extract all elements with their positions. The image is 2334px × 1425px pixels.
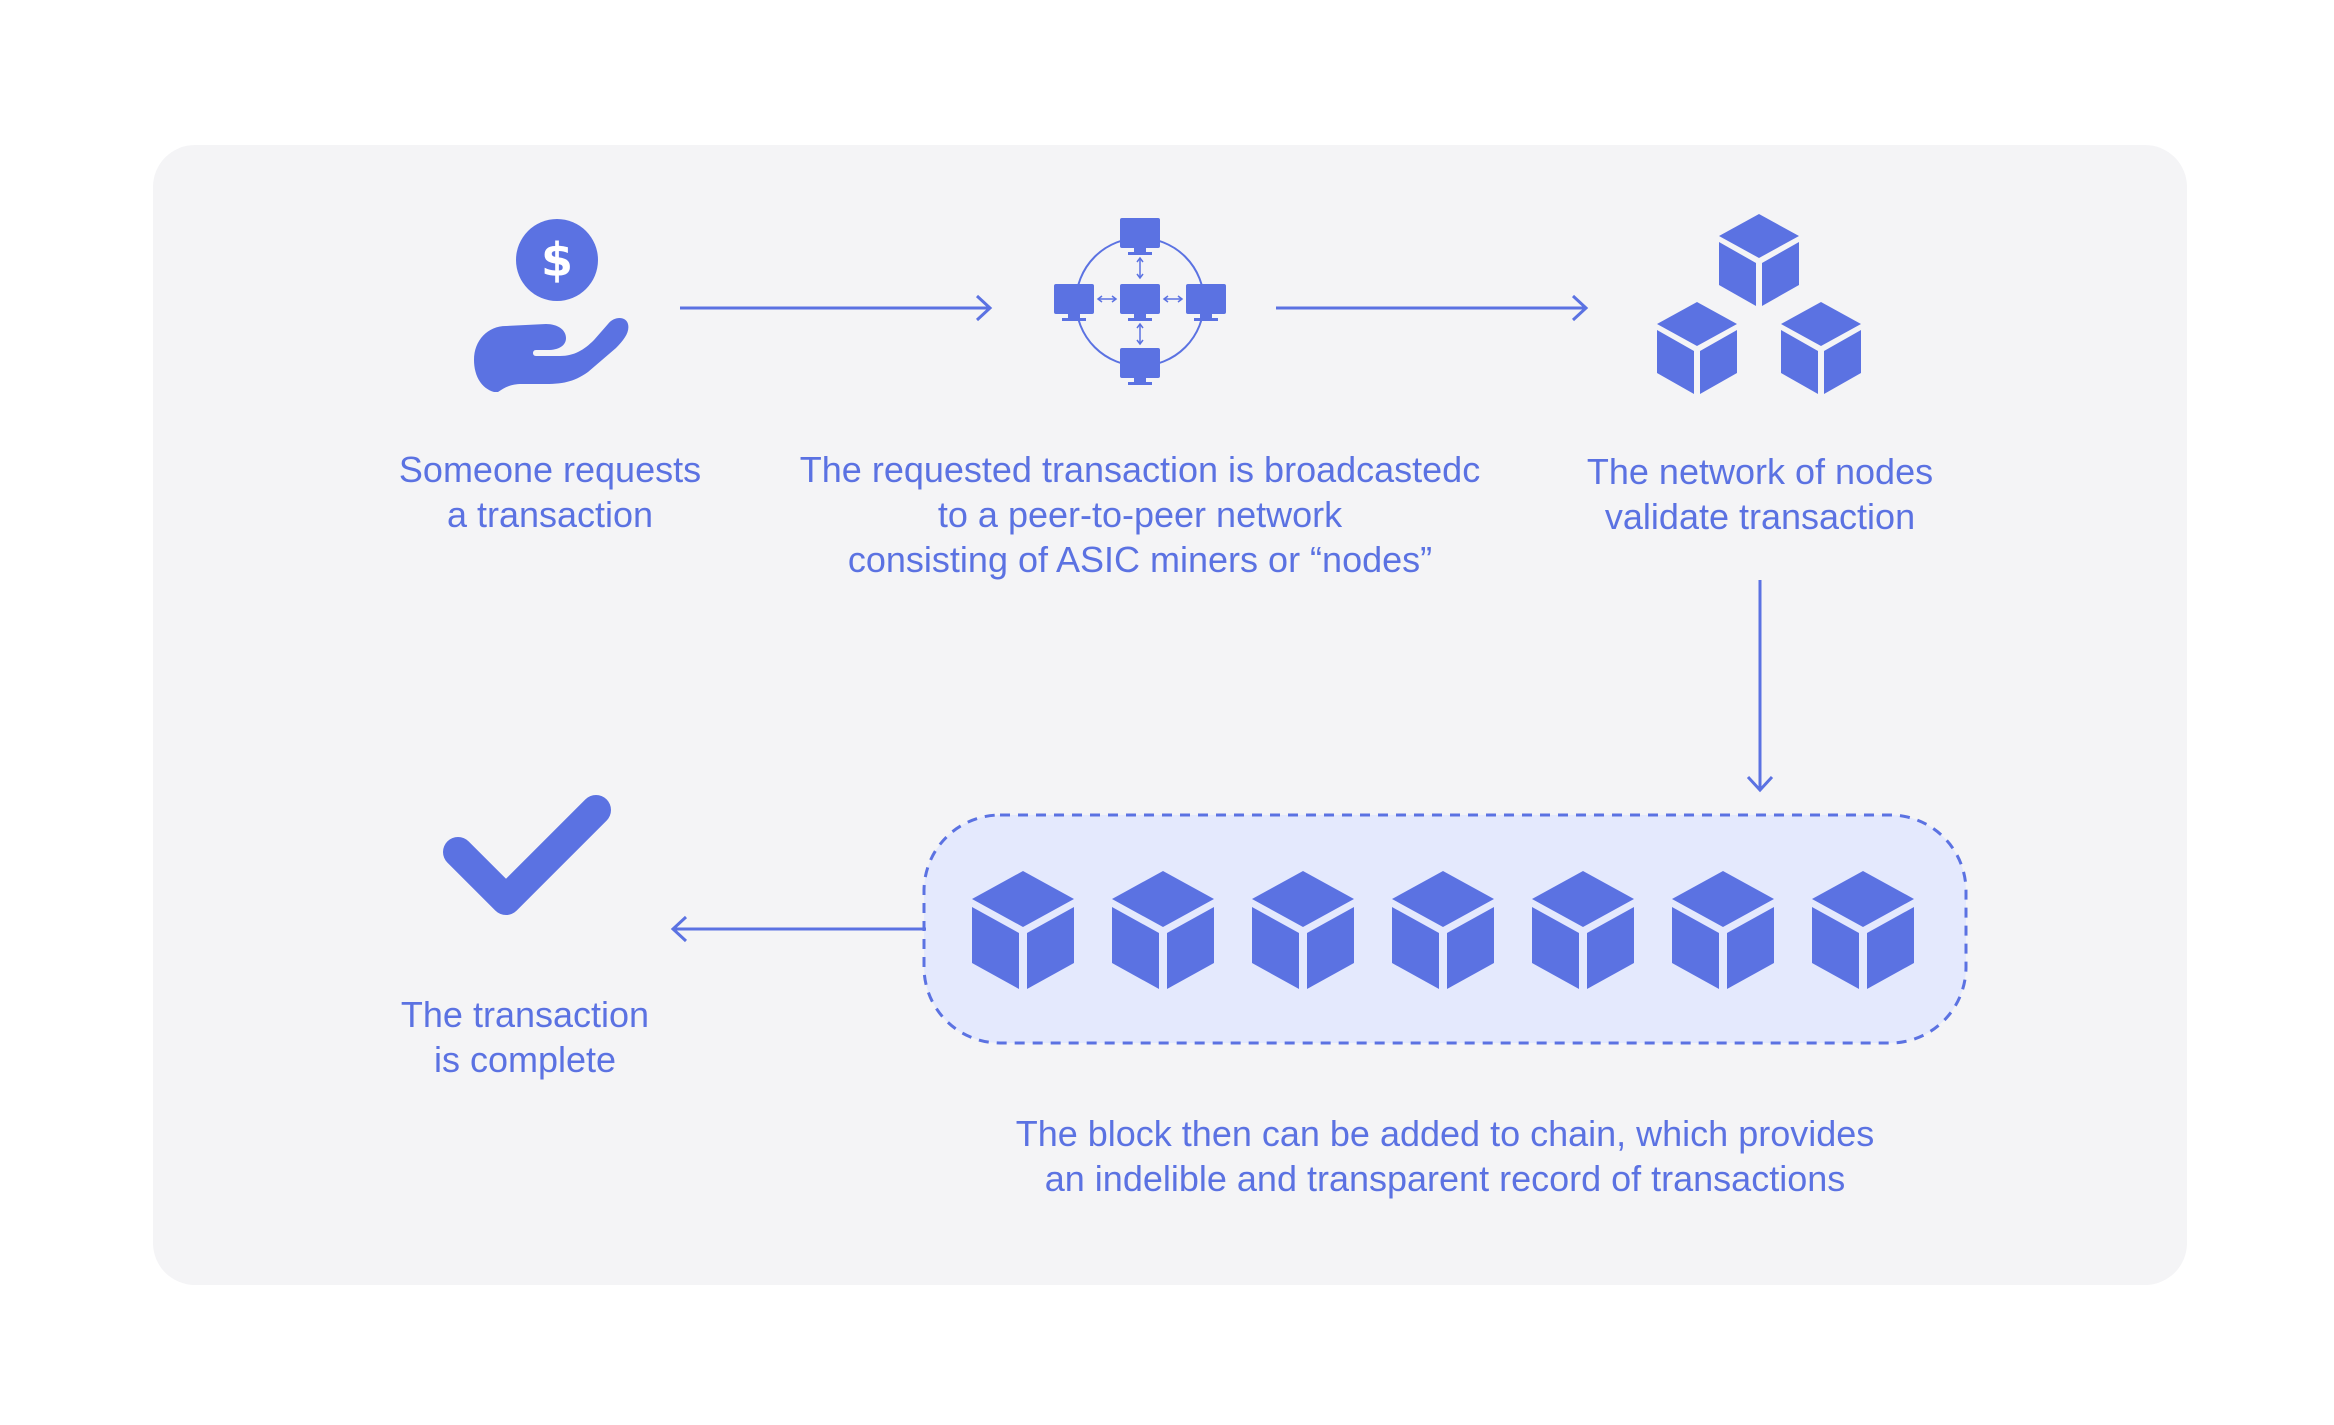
svg-text:$: $ [541, 233, 573, 287]
arrow-down-icon [1745, 580, 1775, 795]
arrow-right-icon [680, 293, 995, 323]
step-broadcast-caption: The requested transaction is broadcasted… [799, 449, 1481, 580]
peer-to-peer-network-icon [1050, 212, 1230, 392]
step-request-caption: Someone requests a transaction [398, 449, 702, 535]
cubes-cluster-icon [1655, 214, 1865, 394]
hand-holding-dollar-icon: $ [470, 212, 630, 392]
arrow-left-icon [668, 914, 926, 944]
arrow-right-icon [1276, 293, 1591, 323]
checkmark-icon [436, 778, 616, 918]
step-complete-caption: The transaction is complete [400, 994, 650, 1080]
step-validate-caption: The network of nodes validate transactio… [1586, 451, 1934, 537]
block-chain-icon [922, 813, 1968, 1045]
step-block-caption: The block then can be added to chain, wh… [1015, 1113, 1875, 1199]
